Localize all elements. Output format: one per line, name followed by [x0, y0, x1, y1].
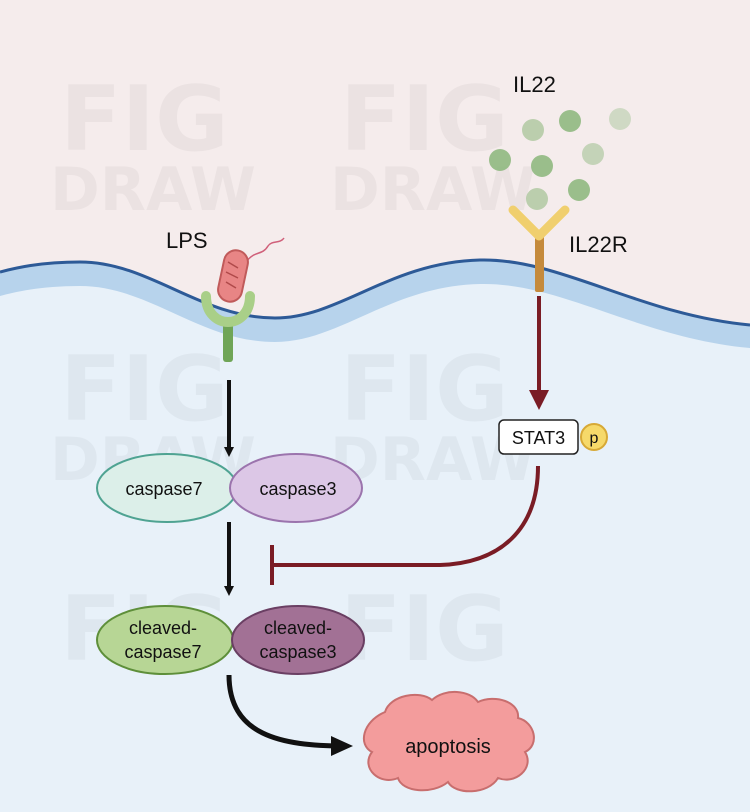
cleaved-caspase3-label-line2: caspase3 — [259, 642, 336, 662]
il22r-head — [508, 205, 570, 241]
phospho-label: p — [590, 430, 599, 447]
watermark-text: FIG — [340, 577, 509, 682]
cleaved-caspase7-node — [96, 605, 234, 675]
lps-receptor-head — [201, 291, 255, 328]
inhibition-stat3-to-cleavage — [272, 465, 540, 567]
bacterium-marks — [225, 261, 239, 289]
il22r-label: IL22R — [569, 232, 628, 257]
il22-particles — [489, 108, 631, 210]
il22-particle — [526, 188, 548, 210]
il22-label: IL22 — [513, 72, 556, 97]
il22-particle — [609, 108, 631, 130]
il22-particle — [559, 110, 581, 132]
lps-receptor-stem — [223, 318, 233, 362]
apoptosis-cloud — [363, 691, 535, 793]
cell-membrane — [0, 259, 750, 348]
il22r-receptor — [508, 205, 570, 292]
lps-label: LPS — [166, 228, 208, 253]
stat3-label: STAT3 — [512, 428, 565, 448]
lps-receptor — [201, 291, 255, 362]
caspase7-label: caspase7 — [125, 479, 202, 499]
stat3-box — [498, 419, 579, 455]
cleaved-caspase3-node — [231, 605, 365, 675]
il22r-stem — [535, 232, 544, 292]
arrow-cleaved-to-apoptosis — [226, 674, 353, 756]
cleaved-caspase3-label-line1: cleaved- — [264, 618, 332, 638]
phospho-badge — [580, 423, 608, 451]
il22-particle — [582, 143, 604, 165]
cleaved-caspase7-label-line1: cleaved- — [129, 618, 197, 638]
bacterium-flagellum — [245, 237, 285, 263]
il22-particle — [531, 155, 553, 177]
membrane-outer-edge — [0, 258, 750, 327]
extracellular-region — [0, 0, 750, 325]
apoptosis-label: apoptosis — [405, 736, 491, 758]
caspase3-node — [229, 453, 363, 523]
il22-particle — [522, 119, 544, 141]
il22-particle — [568, 179, 590, 201]
watermark-text: DRAW — [50, 155, 256, 225]
lps-bacterium — [217, 237, 285, 303]
caspase3-label: caspase3 — [259, 479, 336, 499]
cleaved-caspase7-label-line2: caspase7 — [124, 642, 201, 662]
il22-particle — [489, 149, 511, 171]
